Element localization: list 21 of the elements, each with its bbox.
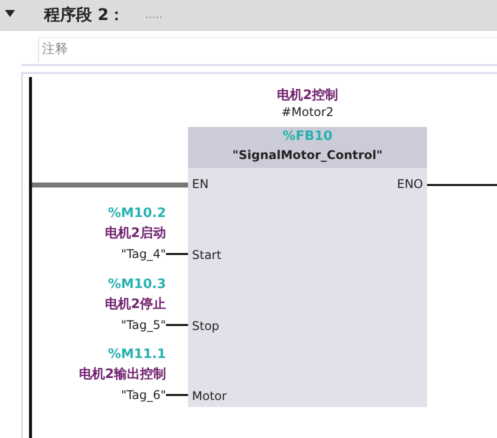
operand-label: %M10.2 电机2启动 "Tag_4"	[20, 204, 166, 264]
connection-line	[427, 184, 497, 186]
comment-placeholder: 注释	[42, 41, 68, 58]
network-title: 程序段 2：	[44, 5, 125, 26]
power-rail	[29, 77, 32, 438]
connection-line	[166, 253, 190, 255]
instance-db: #Motor2	[280, 105, 335, 119]
pin-label: Start	[190, 248, 250, 264]
pin-label: Motor	[190, 389, 250, 405]
instance-name: 电机2控制	[276, 87, 340, 104]
pin-label: ENO	[348, 177, 427, 193]
operand-label: %M10.3 电机2停止 "Tag_5"	[20, 275, 166, 335]
block-address: %FB10	[282, 129, 334, 144]
power-flow-line	[32, 182, 190, 188]
operand-label: %M11.1 电机2输出控制 "Tag_6"	[20, 345, 166, 405]
pin-label: Stop	[190, 319, 250, 335]
connection-line	[166, 324, 190, 326]
block-name: "SignalMotor_Control"	[231, 148, 384, 162]
pin-label: EN	[190, 177, 250, 193]
connection-line	[166, 394, 190, 396]
title-input-field: .....	[145, 8, 162, 21]
